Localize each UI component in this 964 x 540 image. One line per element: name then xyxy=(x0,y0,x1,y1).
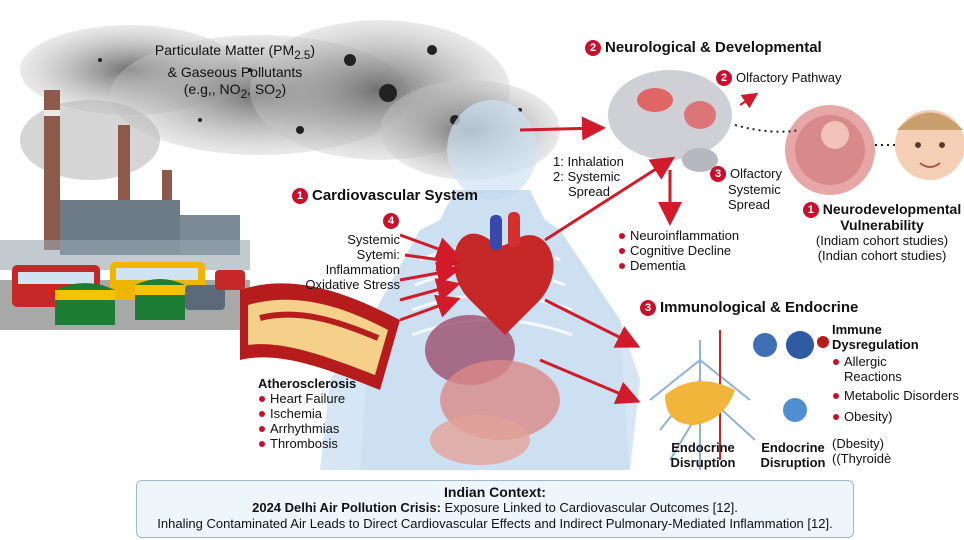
endocrine1-line1: Endocrine xyxy=(668,440,738,455)
athero-item: Arrhythmias xyxy=(258,421,356,436)
immune-block: Immune Dysregulation Allergic Reactions … xyxy=(832,322,959,466)
pm-subscript: 2.5 xyxy=(294,49,310,62)
neuro-title: Neurological & Developmental xyxy=(605,39,822,56)
endocrine2-line1: Endocrine xyxy=(758,440,828,455)
context-title: Indian Context: xyxy=(137,484,853,500)
olfactory-pathway-label: 2 Olfactory Pathway xyxy=(716,70,842,86)
pancreas xyxy=(665,381,735,425)
context-crisis-text: Exposure Linked to Cardiovascular Outcom… xyxy=(441,500,738,515)
cardio-effect-oxidative: Oxidative Stress xyxy=(300,277,400,292)
pollutant-line3c: ) xyxy=(282,81,287,97)
inhalation-line1: 1: Inhalation xyxy=(553,154,624,169)
context-crisis-label: 2024 Delhi Air Pollution Crisis: xyxy=(252,500,441,515)
neurodev-title1: Neurodevelopmental xyxy=(823,201,961,217)
olfactory-dotted-path xyxy=(735,125,800,132)
neurodev-note: (Indiam cohort studies) xyxy=(802,233,962,248)
brain xyxy=(608,70,732,172)
neuro-number-badge: 2 xyxy=(585,40,601,56)
olfactory-systemic-badge: 3 xyxy=(710,166,726,182)
immuno-number-badge: 3 xyxy=(640,300,656,316)
context-summary: Inhaling Contaminated Air Leads to Direc… xyxy=(137,516,853,532)
immune-item: Obesity) xyxy=(832,409,959,424)
immuno-title: Immunological & Endocrine xyxy=(660,299,858,316)
neuro-effect-item: Cognitive Decline xyxy=(618,243,739,258)
endocrine1-line2: Disruption xyxy=(668,455,738,470)
neurodev-title2: Vulnerability xyxy=(802,218,962,233)
immune-cells xyxy=(753,331,829,422)
athero-item: Thrombosis xyxy=(258,436,356,451)
neuro-effect-item: Neuroinflammation xyxy=(618,228,739,243)
step-4-badge: 4 xyxy=(383,213,399,229)
athero-block: Atherosclerosis Heart Failure Ischemia A… xyxy=(258,376,356,451)
athero-item: Heart Failure xyxy=(258,391,356,406)
inhalation-line2: 2: Systemic xyxy=(553,169,624,184)
cardio-effects: Systemic Sytemi: Inflammation Oxidative … xyxy=(300,232,400,292)
olfactory-systemic-line3: Spread xyxy=(710,197,782,212)
pollutant-line1: Particulate Matter (PM xyxy=(155,42,294,58)
endocrine2-line2: Disruption xyxy=(758,455,828,470)
olfactory-systemic-line1: Olfactory xyxy=(730,166,782,181)
pollutant-line3a: (e.g,, NO xyxy=(184,81,241,97)
cardio-number-badge: 1 xyxy=(292,188,308,204)
neuro-effect-item: Dementia xyxy=(618,258,739,273)
athero-title: Atherosclerosis xyxy=(258,376,356,391)
immune-extra-thyroid: ((Thyroidè xyxy=(832,451,959,466)
neurodev-number-badge: 1 xyxy=(803,202,819,218)
fetus xyxy=(785,105,875,195)
athero-item: Ischemia xyxy=(258,406,356,421)
cardio-title: Cardiovascular System xyxy=(312,187,478,204)
inhalation-line3: Spread xyxy=(553,184,624,199)
inhalation-label: 1: Inhalation 2: Systemic Spread xyxy=(553,154,624,199)
pollutant-line3b: , SO xyxy=(247,81,275,97)
artery-cross-section xyxy=(240,283,400,390)
endocrine-label-2: Endocrine Disruption xyxy=(758,440,828,470)
olfactory-text: Olfactory Pathway xyxy=(736,70,842,85)
cardio-effect-systemic: Systemic xyxy=(300,232,400,247)
immune-extra-obesity: (Dbesity) xyxy=(832,436,959,451)
pollutant-line2: & Gaseous Pollutants xyxy=(150,64,320,81)
indian-context-box: Indian Context: 2024 Delhi Air Pollution… xyxy=(136,480,854,538)
pollutant-label: Particulate Matter (PM2.5) & Gaseous Pol… xyxy=(150,42,320,103)
child-portrait xyxy=(895,110,964,180)
immune-item: Allergic Reactions xyxy=(832,354,914,384)
immune-title2: Dysregulation xyxy=(832,337,959,352)
olfactory-number-badge: 2 xyxy=(716,70,732,86)
olfactory-systemic-line2: Systemic xyxy=(710,182,782,197)
olfactory-systemic-label: 3 Olfactory Systemic Spread xyxy=(710,166,782,212)
pollutant-line1-end: ) xyxy=(310,42,315,58)
immune-item: Metabolic Disorders xyxy=(832,388,959,403)
immune-title1: Immune xyxy=(832,322,959,337)
cardio-effect-inflammation: Sytemi: Inflammation xyxy=(300,247,400,277)
neurodev-note: (Indian cohort studies) xyxy=(802,248,962,263)
cardio-step-badge: 4 xyxy=(383,212,403,230)
neuro-effects-list: Neuroinflammation Cognitive Decline Deme… xyxy=(618,228,739,273)
immune-list: Allergic Reactions Metabolic Disorders O… xyxy=(832,354,959,424)
athero-list: Heart Failure Ischemia Arrhythmias Throm… xyxy=(258,391,356,451)
endocrine-label-1: Endocrine Disruption xyxy=(668,440,738,470)
